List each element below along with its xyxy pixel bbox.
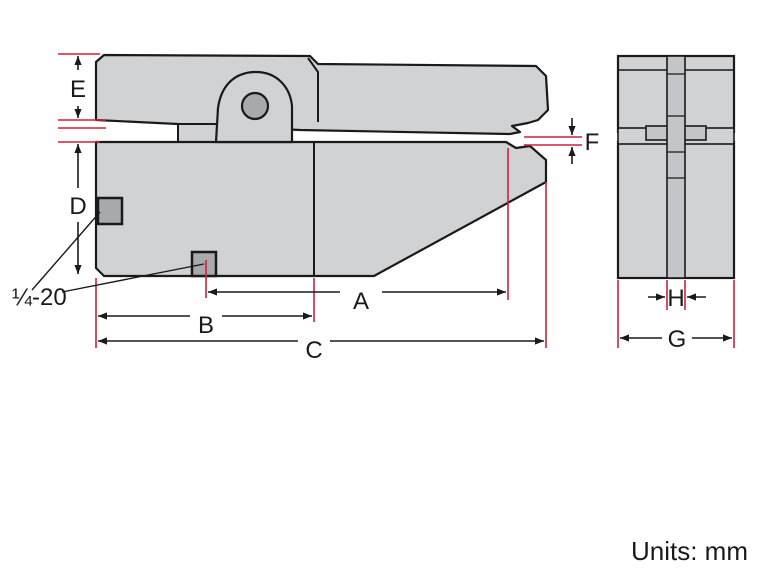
dim-label-b: B bbox=[198, 312, 214, 339]
dim-label-c: C bbox=[305, 337, 322, 364]
upper-jaw bbox=[94, 53, 550, 136]
hinge-pin bbox=[240, 91, 270, 121]
dim-label-d: D bbox=[69, 193, 86, 220]
end-view-center-slot bbox=[666, 55, 686, 279]
dimension-lines-side bbox=[31, 56, 576, 345]
thread-label: ¼-20 bbox=[12, 284, 67, 311]
dim-label-h: H bbox=[667, 285, 684, 312]
reference-lines-end bbox=[617, 280, 735, 348]
side-view bbox=[94, 53, 550, 278]
lower-block bbox=[94, 140, 548, 278]
mount-hole-side bbox=[96, 196, 124, 226]
dim-label-e: E bbox=[70, 76, 86, 103]
dim-label-g: G bbox=[668, 326, 687, 353]
end-view bbox=[616, 54, 736, 280]
dim-label-a: A bbox=[353, 288, 369, 315]
dimension-lines-end bbox=[620, 293, 732, 342]
dim-label-f: F bbox=[585, 129, 600, 156]
upper-jaw-seam bbox=[307, 57, 319, 122]
units-label: Units: mm bbox=[631, 536, 748, 566]
reference-lines-side bbox=[58, 53, 582, 348]
